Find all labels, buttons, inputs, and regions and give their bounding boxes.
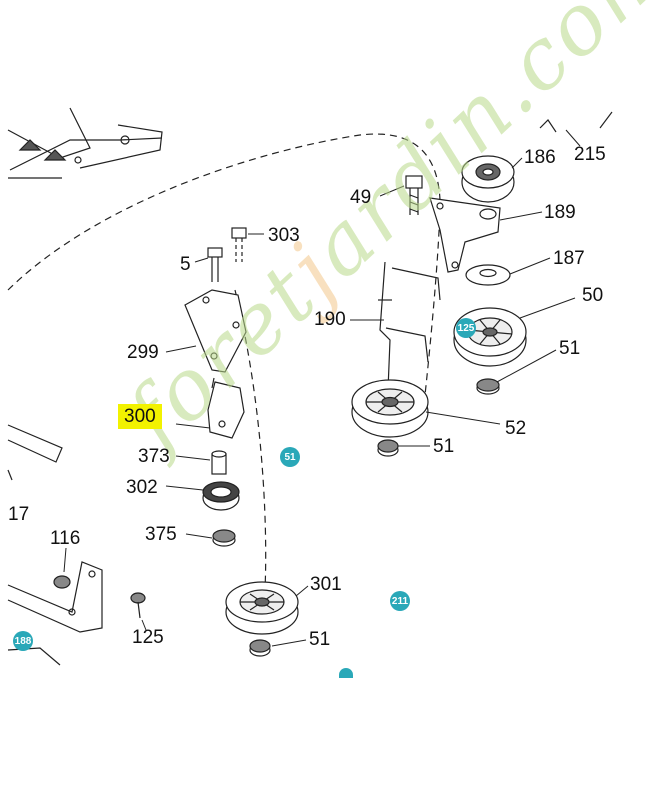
washer-187 [465,264,511,286]
nut-51-middle [377,439,399,457]
part-label-49: 49 [350,187,372,208]
part-label-17: 17 [8,504,30,525]
part-label-50: 50 [582,285,604,306]
part-label-301: 301 [310,574,342,595]
ref-badge-125[interactable]: 125 [456,318,476,338]
ref-badge-188[interactable]: 188 [13,631,33,651]
leader-lines [63,129,581,647]
bolt-303 [231,227,247,262]
part-label-187: 187 [553,248,585,269]
frame-fragment-bottom-left [7,647,61,666]
part-label-125: 125 [132,627,164,648]
ref-badge-51[interactable]: 51 [280,447,300,467]
bracket-189 [429,197,501,273]
part-label-116: 116 [50,528,81,549]
bolt-49 [405,175,423,215]
part-label-5: 5 [180,254,191,275]
rod-17 [7,424,63,463]
frame-edge-left [7,469,13,481]
part-label-299: 299 [127,342,159,363]
bracket-299 [184,289,247,373]
part-label-51-right: 51 [559,338,581,359]
nut-375 [212,529,236,547]
part-label-189: 189 [544,202,576,223]
part-label-302: 302 [126,477,158,498]
nut-51-bottom [249,639,271,657]
part-label-373: 373 [138,446,170,467]
bracket-190 [378,261,441,391]
part-label-190: 190 [314,309,346,330]
nut-116 [53,575,71,589]
part-label-215: 215 [574,144,606,165]
part-label-186: 186 [524,147,556,168]
nut-51-right [476,378,500,395]
pulley-301 [225,581,299,635]
part-label-303: 303 [268,225,300,246]
bracket-300 [207,377,245,439]
frame-fragment-top-left [7,107,163,179]
pulley-186 [461,155,515,203]
bolt-5 [207,247,223,282]
bolt-125 [130,592,146,619]
ref-badge-partial[interactable] [339,668,353,678]
part-label-375: 375 [145,524,177,545]
part-label-300-highlighted: 300 [118,404,162,429]
bracket-lower-left [7,561,103,633]
part-label-51-middle: 51 [433,436,455,457]
bearing-302 [202,481,240,511]
part-label-52: 52 [505,418,527,439]
ref-badge-211[interactable]: 211 [390,591,410,611]
spacer-373 [211,450,227,475]
frame-fragment-top-right [539,111,613,133]
part-label-51-bottom: 51 [309,629,331,650]
pulley-52 [351,379,429,438]
